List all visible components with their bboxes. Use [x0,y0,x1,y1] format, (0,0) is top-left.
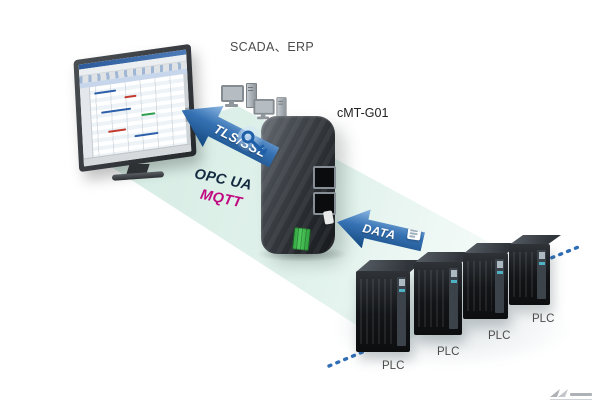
tower-slot [248,90,253,91]
green-terminal-connector [291,227,312,251]
workstation-stand [260,113,266,117]
plc-grille [360,279,394,344]
workstation-stand [229,101,234,104]
plc-box-top [356,260,424,272]
workstation-monitor [221,85,244,102]
scada-monitor-screen [78,49,192,167]
plc-indicator [538,262,545,265]
plc-led [538,252,545,259]
watermark-logo [550,389,592,400]
workstation-icon [253,97,287,125]
plc-box [463,253,508,319]
plc-label: PLC [488,330,511,342]
workstation-monitor [253,99,275,115]
plc-panel [495,259,504,313]
plc-led [398,279,405,286]
plc-box [414,262,462,335]
ethernet-port-icon [313,166,336,189]
gateway-device [261,116,336,254]
plc-label: PLC [532,313,555,325]
workstation-base [257,116,270,120]
plc-label: PLC [437,346,460,358]
workstation-icon [221,83,257,113]
plc-box-top [509,235,561,245]
tower-slot [278,100,283,102]
gateway-model-label: cMT-G01 [337,106,389,120]
plc-box-top [414,252,475,263]
plc-indicator [496,271,503,274]
plc-grille [513,252,534,297]
scada-monitor [73,43,197,173]
workstation-base [225,104,238,107]
plc-label: PLC [382,360,405,372]
tower-slot [248,87,253,88]
plc-led [450,270,457,277]
plc-box [356,271,410,352]
document-line [409,235,415,237]
plc-indicator [398,289,405,292]
workstation-tower [246,83,257,108]
plc-grille [418,270,446,327]
plc-indicator [450,280,457,283]
plc-led [496,261,503,268]
plc-panel [449,268,458,329]
scada-erp-label: SCADA、ERP [230,40,314,54]
tower-slot [278,103,283,105]
plc-grille [467,261,492,311]
plc-box [509,244,550,305]
plc-panel [537,250,546,299]
plc-panel [397,277,406,346]
plc-box-top [463,243,520,254]
dotted-line-left [327,349,367,368]
key-icon [237,126,268,155]
